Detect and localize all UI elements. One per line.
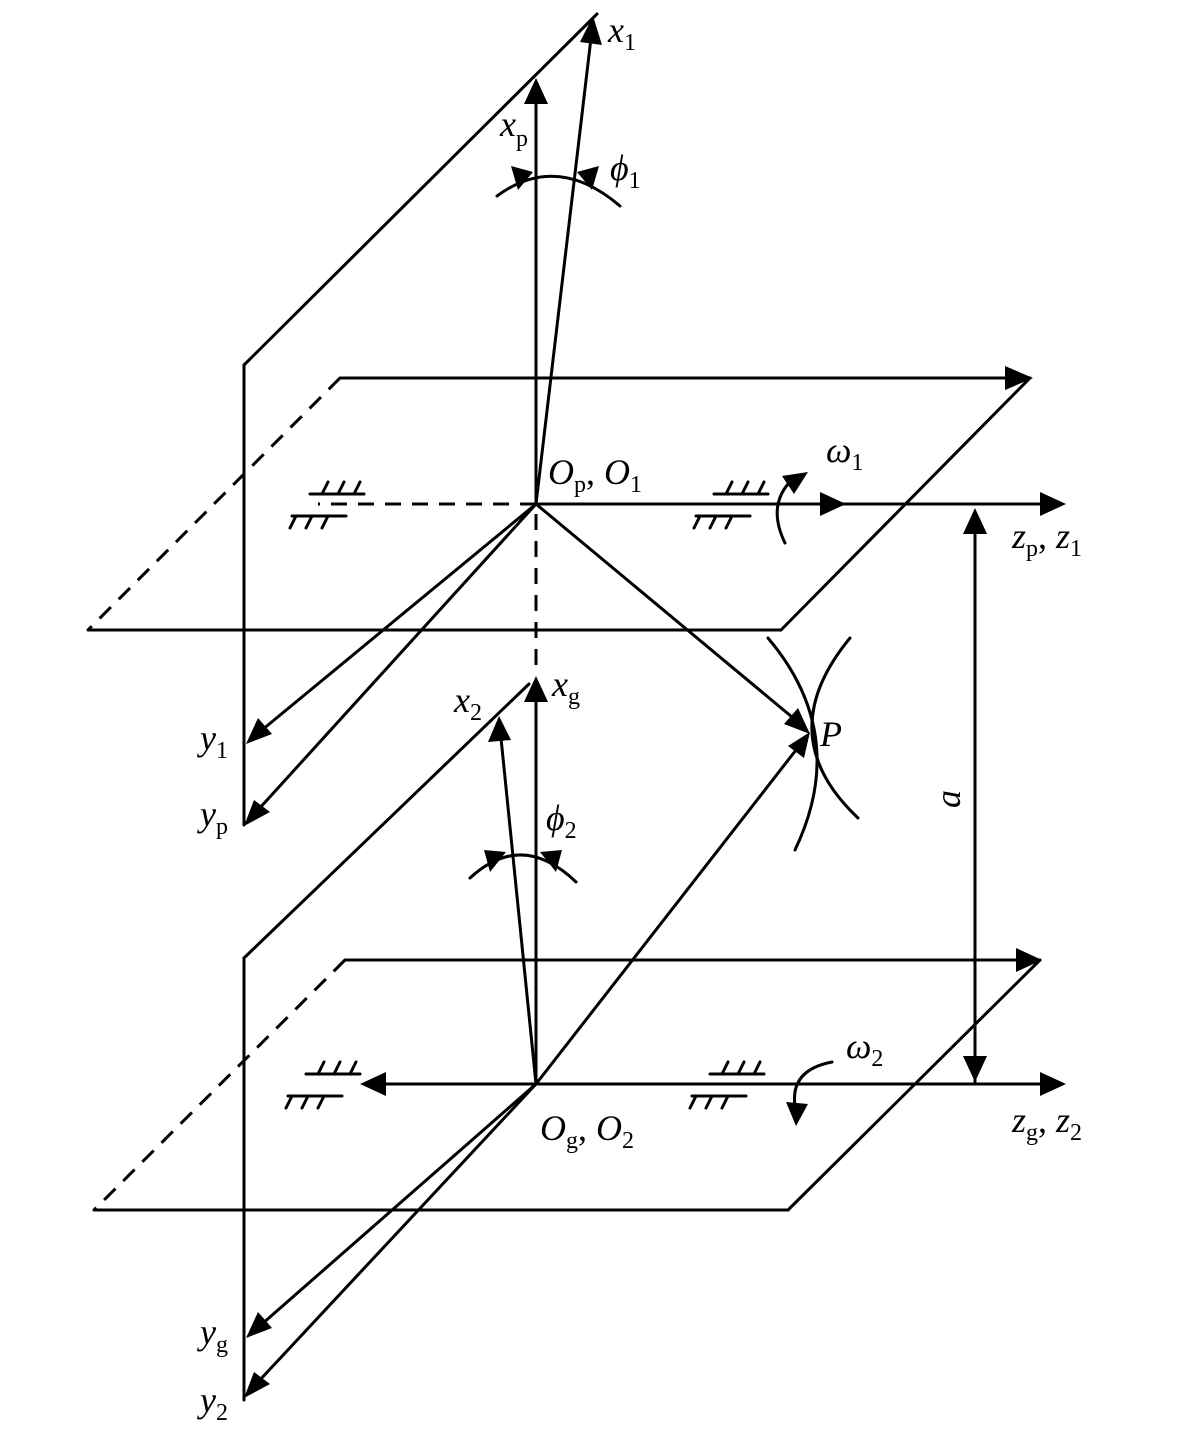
- label-yg: yg: [197, 1312, 228, 1358]
- line-op-to-p: [534, 502, 810, 734]
- axis-zg-z2: [360, 1072, 1066, 1096]
- label-origin-og-o2: Og, O2: [540, 1108, 634, 1154]
- upper-left-bearing-symbol: [288, 480, 366, 530]
- upper-right-bearing-symbol: [692, 480, 770, 530]
- lower-left-arrowhead: [360, 1072, 386, 1096]
- label-yp: yp: [197, 794, 228, 840]
- pitch-point-contact-arcs: [766, 636, 860, 852]
- axis-xg: [524, 676, 548, 1086]
- phi1-angle-arc: [495, 166, 622, 208]
- axis-x1: [534, 16, 602, 506]
- lower-horizontal-plane: [92, 948, 1042, 1212]
- label-omega2: ω2: [846, 1026, 883, 1072]
- lower-plane-arrowhead: [1016, 948, 1042, 972]
- label-x1: x1: [607, 10, 636, 56]
- label-zg-z2: zg, z2: [1011, 1100, 1082, 1146]
- axis-yg: [246, 1082, 538, 1338]
- label-origin-op-o1: Op, O1: [548, 452, 642, 498]
- axis-y2: [244, 1082, 538, 1398]
- upper-horizontal-plane: [86, 366, 1033, 632]
- center-distance-dimension: [963, 508, 987, 1084]
- upper-mid-arrowhead: [820, 492, 846, 516]
- upper-plane-arrowhead: [1005, 366, 1033, 390]
- phi2-angle-arc: [468, 850, 578, 884]
- label-xg: xg: [551, 664, 580, 710]
- line-og-to-p: [534, 732, 810, 1086]
- lower-vertical-plane: [242, 682, 531, 1402]
- axis-y1: [246, 502, 538, 744]
- axis-zp-z1: [318, 492, 1066, 516]
- axis-yp: [244, 502, 538, 826]
- label-x2: x2: [453, 680, 482, 726]
- label-omega1: ω1: [826, 430, 863, 476]
- label-phi2: ϕ2: [546, 798, 577, 844]
- label-zp-z1: zp, z1: [1011, 516, 1082, 562]
- axis-xp: [524, 78, 548, 506]
- label-pitch-point-p: P: [819, 714, 842, 754]
- upper-vertical-plane: [242, 12, 599, 827]
- lower-left-bearing-symbol: [284, 1060, 362, 1110]
- label-xp: xp: [499, 104, 528, 152]
- omega2-rotation-arrow: [786, 1060, 834, 1126]
- omega1-rotation-arrow: [775, 472, 808, 545]
- label-center-distance-a: a: [928, 790, 968, 808]
- lower-right-bearing-symbol: [688, 1060, 766, 1110]
- label-phi1: ϕ1: [610, 148, 641, 194]
- label-y2: y2: [197, 1380, 228, 1426]
- axis-x2: [488, 716, 538, 1086]
- label-y1: y1: [197, 718, 228, 764]
